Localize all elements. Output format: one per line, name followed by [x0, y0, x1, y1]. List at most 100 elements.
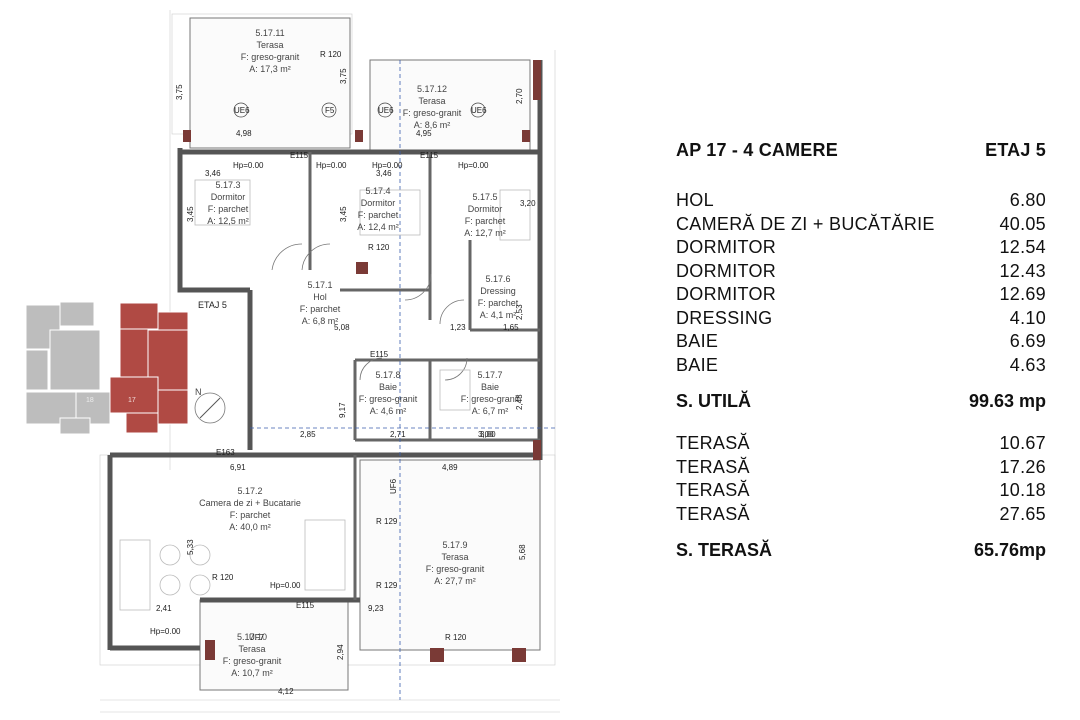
svg-text:5.17.1: 5.17.1	[307, 280, 332, 290]
svg-text:5.17.7: 5.17.7	[477, 370, 502, 380]
svg-text:5.17.11: 5.17.11	[255, 28, 284, 38]
svg-text:UF7: UF7	[249, 633, 265, 642]
svg-text:A: 6,7 m²: A: 6,7 m²	[472, 406, 509, 416]
svg-text:Hp=0.00: Hp=0.00	[458, 161, 489, 170]
svg-text:Hp=0.00: Hp=0.00	[270, 581, 301, 590]
apartment-title: AP 17 - 4 CAMERE	[676, 140, 838, 160]
svg-text:3,20: 3,20	[520, 199, 536, 208]
svg-text:A: 8,6 m²: A: 8,6 m²	[414, 120, 451, 130]
axis-lines	[250, 60, 555, 700]
svg-text:3,75: 3,75	[175, 84, 184, 100]
svg-text:Hol: Hol	[313, 292, 327, 302]
svg-text:F: greso-granit: F: greso-granit	[461, 394, 520, 404]
svg-text:Baie: Baie	[481, 382, 499, 392]
svg-text:R 120: R 120	[212, 573, 234, 582]
svg-text:F: parchet: F: parchet	[208, 204, 249, 214]
svg-text:2,48: 2,48	[515, 394, 524, 410]
svg-text:Hp=0.00: Hp=0.00	[150, 627, 181, 636]
room-5-17-5: 5.17.5 Dormitor F: parchet A: 12,7 m²	[464, 192, 506, 238]
svg-text:A: 40,0 m²: A: 40,0 m²	[229, 522, 271, 532]
walls	[107, 60, 543, 651]
svg-text:F: greso-granit: F: greso-granit	[359, 394, 418, 404]
svg-text:UE6: UE6	[378, 106, 394, 115]
svg-text:E115: E115	[420, 151, 439, 160]
svg-text:5.17.6: 5.17.6	[485, 274, 510, 284]
svg-text:6,91: 6,91	[230, 463, 246, 472]
svg-text:R 120: R 120	[368, 243, 390, 252]
svg-text:3,00: 3,00	[480, 430, 496, 439]
furniture	[119, 179, 531, 611]
svg-text:F: parchet: F: parchet	[358, 210, 399, 220]
svg-text:5.17.9: 5.17.9	[442, 540, 467, 550]
room-5-17-9: 5.17.9 Terasa F: greso-granit A: 27,7 m²	[426, 540, 485, 586]
svg-text:Terasa: Terasa	[418, 96, 445, 106]
compass-icon: N	[194, 387, 226, 424]
svg-text:R 129: R 129	[376, 581, 398, 590]
svg-text:5,68: 5,68	[518, 544, 527, 560]
room-5-17-10: 5.17.10 Terasa F: greso-granit A: 10,7 m…	[223, 632, 282, 678]
svg-text:Dormitor: Dormitor	[468, 204, 503, 214]
room-5-17-6: 5.17.6 Dressing F: parchet A: 4,1 m²	[478, 274, 519, 320]
svg-text:Terasa: Terasa	[441, 552, 468, 562]
dimension-labels: 4,98 4,95 3,75 3,75 2,70 3,46 3,46 3,45 …	[156, 68, 536, 696]
svg-text:3,46: 3,46	[376, 169, 392, 178]
svg-text:4,98: 4,98	[236, 129, 252, 138]
svg-text:3,45: 3,45	[186, 206, 195, 222]
svg-text:4,95: 4,95	[416, 129, 432, 138]
svg-text:A: 4,6 m²: A: 4,6 m²	[370, 406, 407, 416]
svg-text:A: 4,1 m²: A: 4,1 m²	[480, 310, 517, 320]
room-5-17-4: 5.17.4 Dormitor F: parchet A: 12,4 m²	[357, 186, 399, 232]
watermark	[740, 10, 1060, 90]
floor-plan: 5.17.11 Terasa F: greso-granit A: 17,3 m…	[25, 10, 560, 713]
terrace-areas	[189, 17, 541, 691]
svg-text:R 120: R 120	[445, 633, 467, 642]
svg-text:UE6: UE6	[234, 106, 250, 115]
svg-text:Dormitor: Dormitor	[211, 192, 246, 202]
svg-text:5.17.8: 5.17.8	[375, 370, 400, 380]
svg-text:2,41: 2,41	[156, 604, 172, 613]
svg-text:Hp=0.00: Hp=0.00	[372, 161, 403, 170]
svg-text:2,53: 2,53	[515, 304, 524, 320]
svg-text:5.17.10: 5.17.10	[237, 632, 267, 642]
svg-text:R 120: R 120	[320, 50, 342, 59]
svg-text:A: 12,7 m²: A: 12,7 m²	[464, 228, 506, 238]
svg-text:Hp=0.00: Hp=0.00	[233, 161, 264, 170]
key-plan: ETAJ 5 18 17 N	[25, 300, 227, 435]
svg-text:Dormitor: Dormitor	[361, 198, 396, 208]
svg-text:3,00: 3,00	[478, 430, 494, 439]
room-5-17-7: 5.17.7 Baie F: greso-granit A: 6,7 m²	[461, 370, 520, 416]
svg-text:3,46: 3,46	[205, 169, 221, 178]
svg-text:18: 18	[86, 397, 94, 404]
door-swings	[271, 243, 468, 381]
svg-text:2,94: 2,94	[336, 644, 345, 660]
svg-text:5.17.2: 5.17.2	[237, 486, 262, 496]
interior-walls	[308, 152, 540, 600]
svg-text:F: greso-granit: F: greso-granit	[426, 564, 485, 574]
svg-text:A: 17,3 m²: A: 17,3 m²	[249, 64, 291, 74]
svg-text:Baie: Baie	[379, 382, 397, 392]
svg-text:9,17: 9,17	[338, 402, 347, 418]
svg-text:E115: E115	[370, 350, 389, 359]
svg-text:5,08: 5,08	[334, 323, 350, 332]
room-5-17-12: 5.17.12 Terasa F: greso-granit A: 8,6 m²	[403, 84, 462, 130]
svg-text:2,85: 2,85	[300, 430, 316, 439]
svg-text:3,45: 3,45	[339, 206, 348, 222]
svg-text:F: parchet: F: parchet	[465, 216, 506, 226]
svg-text:A: 12,5 m²: A: 12,5 m²	[207, 216, 249, 226]
svg-text:5.17.4: 5.17.4	[365, 186, 390, 196]
svg-text:3,75: 3,75	[339, 68, 348, 84]
svg-text:F: greso-granit: F: greso-granit	[223, 656, 282, 666]
svg-text:Camera de zi + Bucatarie: Camera de zi + Bucatarie	[199, 498, 301, 508]
room-5-17-8: 5.17.8 Baie F: greso-granit A: 4,6 m²	[359, 370, 418, 416]
svg-text:5,33: 5,33	[186, 539, 195, 555]
svg-text:Terasa: Terasa	[238, 644, 265, 654]
